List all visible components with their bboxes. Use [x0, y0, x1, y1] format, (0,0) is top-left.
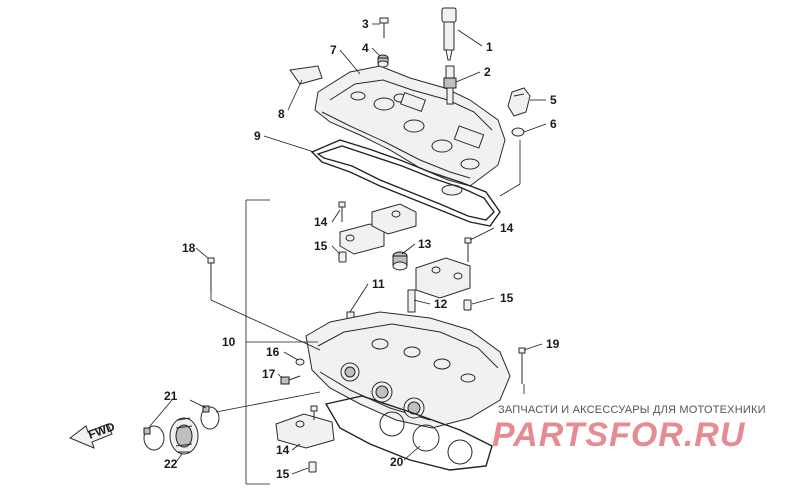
- callout-14-a: 14: [314, 215, 328, 229]
- callout-21: 21: [164, 389, 178, 403]
- ignition-coil: [441, 7, 457, 61]
- cover-screw: [379, 17, 389, 38]
- callout-15-c: 15: [276, 467, 290, 481]
- callout-15-b: 15: [500, 291, 514, 305]
- camshaft-cap-upper: [339, 203, 417, 255]
- rubber-plug: [392, 251, 408, 271]
- spark-plug: [443, 65, 457, 105]
- callout-8: 8: [278, 107, 285, 121]
- valve-cover: [314, 65, 506, 196]
- camshaft-cap-lower: [275, 413, 335, 449]
- hose-clamp: [143, 405, 220, 451]
- callout-5: 5: [550, 93, 557, 107]
- callout-10: 10: [222, 335, 236, 349]
- rubber-grommet: [377, 54, 389, 68]
- o-ring: [511, 127, 525, 137]
- callout-14-c: 14: [276, 443, 290, 457]
- intake-boot: [169, 417, 199, 455]
- watermark-logo: PARTSFOR.RU: [492, 416, 746, 454]
- dowel-pin: [308, 251, 472, 473]
- cover-bracket: [289, 65, 323, 85]
- callout-14-b: 14: [500, 221, 514, 235]
- small-bolt: [280, 375, 301, 385]
- callout-15-a: 15: [314, 239, 328, 253]
- callout-4: 4: [362, 41, 369, 55]
- forward-arrow-icon: FWD: [69, 419, 117, 449]
- callout-2: 2: [484, 65, 491, 79]
- leader-lines: [149, 23, 547, 485]
- cylinder-head: [305, 311, 511, 429]
- callouts: 1 2 3 4 5 6 7 8 9 10 11 12 13 14 14 14 1…: [164, 17, 560, 481]
- callout-13: 13: [418, 237, 432, 251]
- watermark-tagline: ЗАПЧАСТИ И АКСЕССУАРЫ ДЛЯ МОТОТЕХНИКИ: [498, 404, 766, 416]
- callout-16: 16: [266, 345, 280, 359]
- callout-22: 22: [164, 457, 178, 471]
- callout-17: 17: [262, 367, 276, 381]
- head-gasket: [324, 395, 493, 471]
- callout-9: 9: [254, 129, 261, 143]
- callout-11: 11: [372, 277, 385, 291]
- head-bolt: [207, 257, 526, 384]
- callout-12: 12: [434, 297, 448, 311]
- callout-6: 6: [550, 117, 557, 131]
- cap-bolt: [310, 201, 472, 420]
- oil-filler-cap: [507, 87, 531, 117]
- callout-1: 1: [486, 40, 493, 54]
- cover-gasket: [310, 139, 501, 227]
- camshaft-cap-right: [415, 257, 471, 299]
- callout-3: 3: [362, 17, 369, 31]
- callout-20: 20: [390, 455, 404, 469]
- callout-19: 19: [546, 337, 560, 351]
- callout-7: 7: [330, 43, 337, 57]
- washer: [295, 358, 305, 366]
- callout-18: 18: [182, 241, 196, 255]
